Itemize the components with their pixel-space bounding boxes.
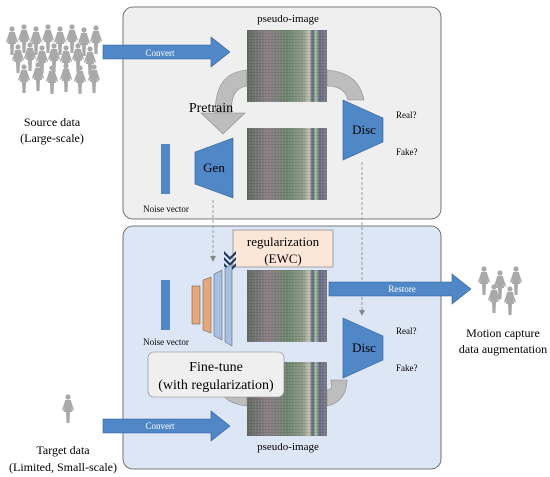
top-gen-label: Gen: [203, 160, 225, 175]
regularization-line2: (EWC): [264, 251, 302, 266]
bottom-real-label: Real?: [396, 326, 417, 336]
bottom-noise-vector: [161, 280, 170, 330]
bottom-discriminator: [342, 317, 384, 379]
top-discriminator: [342, 99, 384, 161]
curved-arrow-icon: [200, 69, 365, 135]
output-label-line1: Motion capture: [466, 326, 540, 340]
target-person-icon: [62, 394, 74, 423]
source-crowd-icon: [6, 24, 102, 94]
target-convert-label: Convert: [146, 421, 175, 431]
target-label-line1: Target data: [36, 443, 90, 457]
finetune-label-line1: Fine-tune: [189, 360, 243, 375]
regularization-box: [232, 229, 334, 268]
top-noise-vector: [161, 144, 170, 194]
restore-label: Restore: [388, 284, 416, 294]
finetune-generated-image: [247, 270, 327, 342]
finetune-label-box: [147, 351, 285, 398]
source-label-line2: (Large-scale): [20, 131, 84, 145]
top-real-label: Real?: [396, 110, 417, 120]
source-convert-label: Convert: [146, 48, 175, 58]
pretrain-label: Pretrain: [189, 101, 233, 116]
finetune-generator: [191, 263, 233, 347]
top-noise-label: Noise vector: [143, 204, 189, 214]
finetune-label-line2: (with regularization): [158, 378, 274, 393]
bottom-fake-label: Fake?: [396, 363, 418, 373]
regularization-line1: regularization: [247, 234, 320, 249]
target-label-line2: (Limited, Small-scale): [9, 460, 117, 474]
augmented-motion-figures-icon: [478, 266, 522, 315]
arrow-right-icon: [102, 36, 231, 68]
top-pseudo-image: [247, 30, 327, 102]
arrow-right-icon: [102, 410, 231, 442]
bottom-pseudo-image-label: pseudo-image: [257, 441, 319, 453]
top-pseudo-image-label: pseudo-image: [257, 13, 319, 25]
bottom-disc-label: Disc: [352, 340, 376, 355]
top-disc-label: Disc: [352, 122, 376, 137]
arrow-right-icon: [328, 273, 472, 305]
top-generator: [194, 137, 234, 199]
bottom-noise-label: Noise vector: [143, 337, 189, 347]
output-label-line2: data augmentation: [459, 342, 547, 356]
generated-pseudo-image: [247, 128, 327, 200]
top-fake-label: Fake?: [396, 147, 418, 157]
source-label-line1: Source data: [24, 115, 81, 129]
